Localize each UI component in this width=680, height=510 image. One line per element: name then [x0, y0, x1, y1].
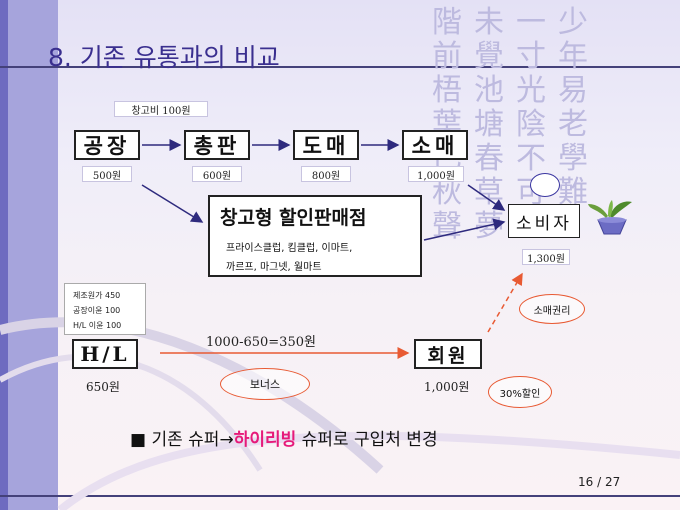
- warehouse-store-list-2: 까르프, 마그넷, 월마트: [226, 262, 322, 273]
- hanja-row: 聲夢: [432, 209, 516, 244]
- consumer-icon: [530, 173, 560, 197]
- distributor-price: 600원: [192, 166, 242, 182]
- discount-ellipse: 30%할인: [488, 376, 552, 408]
- cost-breakdown-box: 제조원가 450 공장이윤 100 H/L 이윤 100: [64, 283, 146, 335]
- cost-item: H/L 이윤 100: [73, 321, 122, 330]
- hanja-row: 梧池光易: [432, 73, 600, 108]
- bottom-statement: ■ 기존 슈퍼→하이리빙 슈퍼로 구입처 변경: [130, 425, 438, 450]
- bottom-highlight: 하이리빙: [233, 430, 297, 450]
- wholesale-price: 800원: [301, 166, 351, 182]
- decorative-band: [0, 0, 58, 510]
- hanja-watermark: 階未一少 前覺寸年 梧池光易 葉塘陰老 已春不學 秋草可難 聲夢: [432, 6, 672, 244]
- hl-price: 650원: [86, 380, 120, 394]
- factory-price: 500원: [82, 166, 132, 182]
- member-box: 회원: [414, 339, 482, 369]
- decorative-band-edge: [0, 0, 8, 510]
- retail-price: 1,000원: [408, 166, 464, 182]
- bottom-prefix: ■ 기존 슈퍼: [130, 430, 220, 450]
- retail-rights-ellipse: 소매권리: [519, 294, 585, 324]
- warehouse-store-title: 창고형 할인판매점: [220, 207, 367, 229]
- distributor-box: 총판: [184, 130, 250, 160]
- bottom-suffix: 슈퍼로 구입처 변경: [296, 430, 438, 450]
- plant-icon: [588, 200, 632, 235]
- margin-formula: 1000-650=350원: [206, 335, 316, 350]
- bottom-arrow: →: [219, 430, 234, 450]
- retail-box: 소매: [402, 130, 468, 160]
- storage-fee-tag: 창고비 100원: [114, 101, 208, 117]
- header-rule: [0, 66, 680, 68]
- cost-item: 제조원가 450: [73, 291, 121, 300]
- factory-box: 공장: [74, 130, 140, 160]
- cost-item: 공장이윤 100: [73, 306, 121, 315]
- footer-rule: [0, 495, 680, 497]
- hl-box: H/L: [72, 339, 138, 369]
- wholesale-box: 도매: [293, 130, 359, 160]
- warehouse-store-list-1: 프라이스클럽, 킴클럽, 이마트,: [226, 243, 353, 254]
- member-price: 1,000원: [424, 380, 470, 394]
- hanja-row: 前覺寸年: [432, 39, 600, 74]
- bonus-ellipse: 보너스: [220, 368, 310, 400]
- consumer-box: 소비자: [508, 204, 580, 238]
- warehouse-store-box: 창고형 할인판매점 프라이스클럽, 킴클럽, 이마트, 까르프, 마그넷, 월마…: [208, 195, 422, 277]
- consumer-price: 1,300원: [522, 249, 570, 265]
- page-title: 8. 기존 유통과의 비교: [48, 43, 280, 72]
- hanja-row: 階未一少: [432, 5, 600, 40]
- page-number: 16 / 27: [578, 475, 621, 489]
